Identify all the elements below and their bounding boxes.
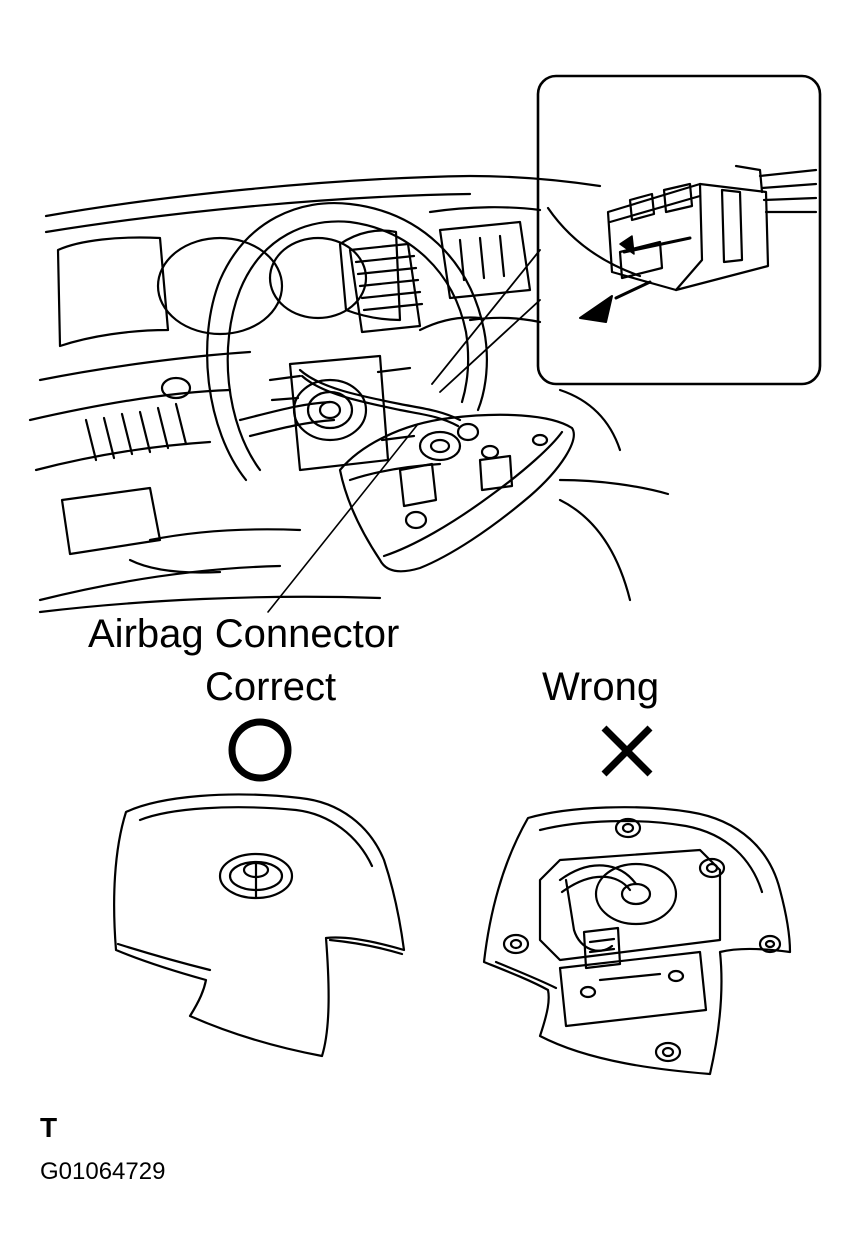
connector-detail-inset: [431, 74, 822, 393]
airbag-front-correct: [113, 793, 406, 1058]
airbag-back-wrong: [482, 806, 792, 1076]
circle-icon: [228, 718, 292, 782]
dashboard-illustration: [28, 174, 670, 614]
cross-icon: [601, 725, 653, 777]
figure-id-label: G01064729: [40, 1158, 166, 1185]
wrong-label: Wrong: [542, 665, 660, 709]
airbag-connector-label: Airbag Connector: [88, 612, 400, 656]
code-label: T: [40, 1112, 58, 1143]
correct-label: Correct: [205, 665, 337, 709]
